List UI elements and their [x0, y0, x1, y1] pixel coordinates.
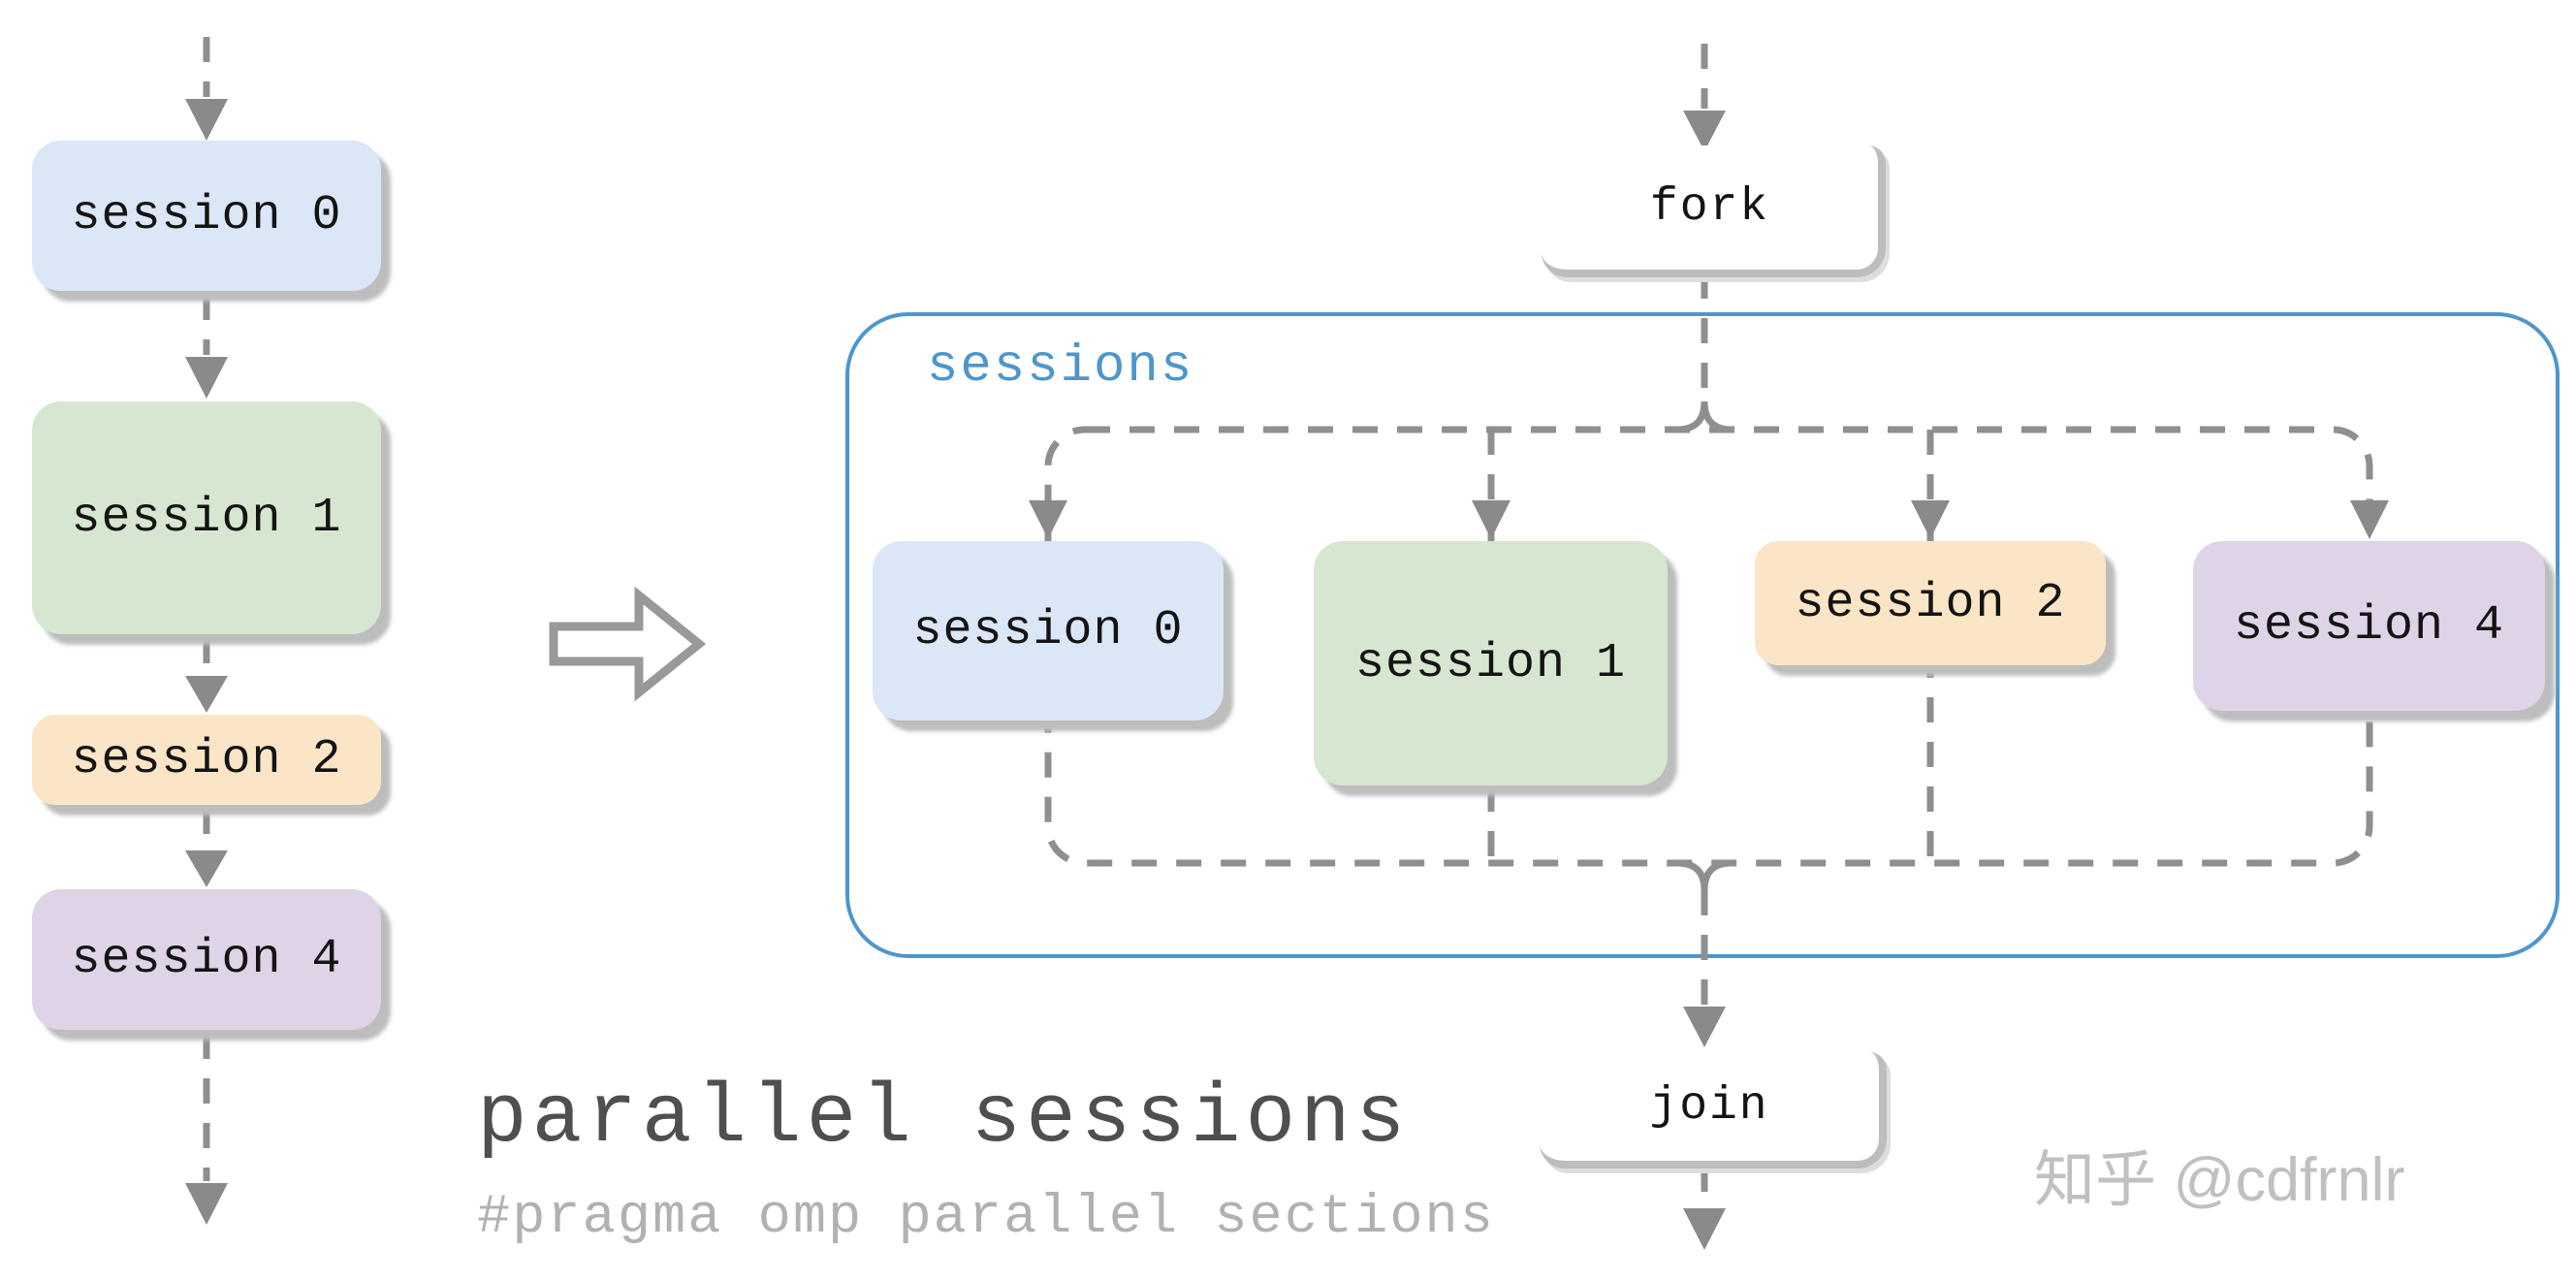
- left-session-1-label: session 1: [71, 490, 342, 546]
- left-session-2-box: session 2: [32, 715, 381, 805]
- left-session-0-box: session 0: [32, 141, 381, 291]
- join-node: join: [1540, 1052, 1887, 1169]
- right-session-1-label: session 1: [1354, 635, 1627, 691]
- arrowhead-bottom-exit: [1683, 1208, 1726, 1250]
- right-session-0-label: session 0: [912, 603, 1184, 658]
- right-session-2-label: session 2: [1795, 575, 2066, 631]
- sessions-region-label: sessions: [927, 337, 1194, 397]
- arrowhead-into-right-session-1: [1472, 500, 1511, 539]
- arrowhead-into-left-session-1: [185, 357, 228, 399]
- parallel-bus-outline: [1044, 426, 2373, 867]
- right-session-0-box: session 0: [873, 541, 1224, 721]
- arrowhead-into-left-session-4: [185, 850, 228, 887]
- join-merge-curl-left: [1676, 859, 1708, 891]
- left-session-1-box: session 1: [32, 401, 381, 634]
- caption-subtitle: #pragma omp parallel sections: [477, 1187, 1495, 1249]
- arrowhead-into-left-session-2: [185, 676, 228, 713]
- caption-title: parallel sessions: [477, 1071, 1411, 1166]
- fork-label: fork: [1649, 181, 1770, 234]
- arrowhead-into-right-session-4: [2350, 500, 2389, 539]
- right-session-1-box: session 1: [1314, 541, 1668, 785]
- right-session-4-box: session 4: [2193, 541, 2545, 711]
- left-session-4-box: session 4: [32, 889, 381, 1030]
- transform-arrow-icon: [549, 586, 707, 702]
- arrowhead-into-join: [1683, 1007, 1726, 1047]
- arrowhead-into-left-session-0: [185, 99, 228, 141]
- right-session-4-label: session 4: [2233, 598, 2505, 654]
- fork-split-curl-right: [1701, 400, 1733, 433]
- arrowhead-into-right-session-2: [1911, 500, 1950, 539]
- fork-split-curl-left: [1676, 400, 1708, 433]
- watermark: 知乎 @cdfrnlr: [2034, 1146, 2405, 1214]
- left-session-2-label: session 2: [71, 732, 342, 787]
- arrowhead-into-right-session-0: [1029, 500, 1067, 539]
- left-session-4-label: session 4: [71, 932, 342, 987]
- left-session-0-label: session 0: [71, 188, 342, 243]
- arrowhead-left-exit: [185, 1183, 228, 1225]
- right-session-2-box: session 2: [1755, 541, 2106, 665]
- join-merge-curl-right: [1701, 859, 1733, 891]
- join-label: join: [1649, 1080, 1769, 1133]
- fork-node: fork: [1542, 145, 1886, 277]
- arrowhead-into-fork: [1683, 111, 1726, 151]
